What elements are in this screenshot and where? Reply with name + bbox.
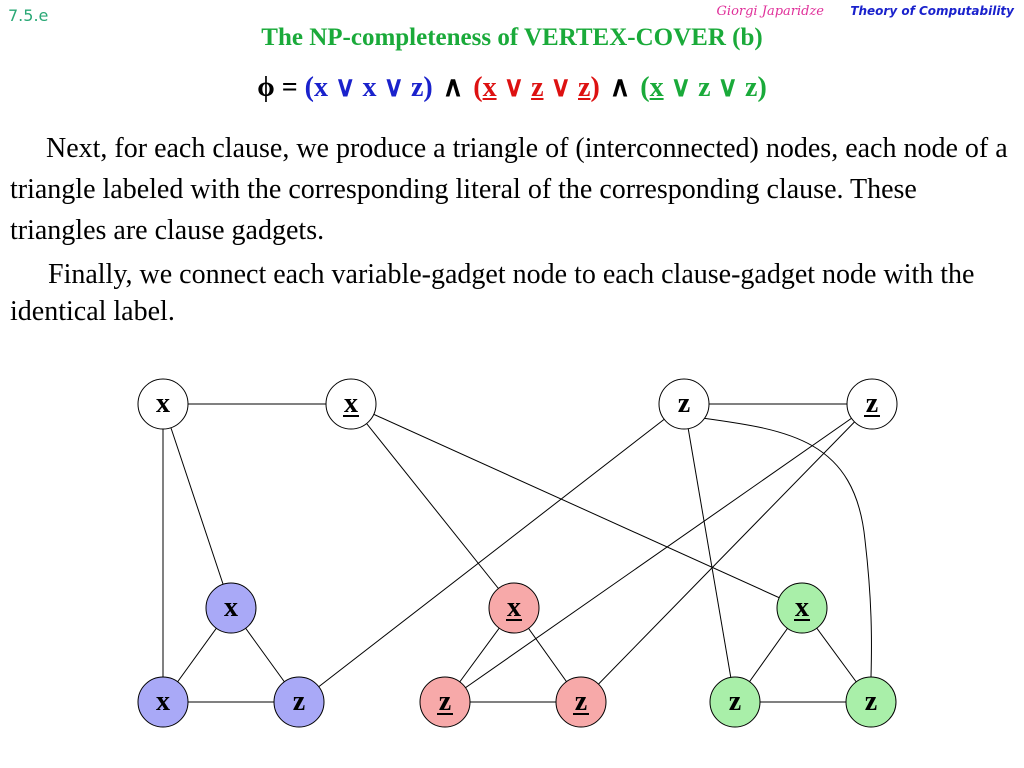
node-circle (137, 676, 189, 728)
node-label: z (866, 388, 878, 419)
node-c1top: x (205, 582, 257, 634)
edge-vx-c1top (162, 403, 232, 609)
node-circle (658, 378, 710, 430)
node-c1l: x (137, 676, 189, 728)
node-c3l: z (709, 676, 761, 728)
formula: ϕ = (x ∨ x ∨ z) ∧ (x ∨ z ∨ z) ∧ (x ∨ z ∨ z) (0, 70, 1024, 104)
edge-vnz-c2l (444, 403, 873, 703)
node-label: z (575, 686, 587, 717)
node-circle (205, 582, 257, 634)
edge-vz-c3r (701, 417, 872, 678)
node-circle (273, 676, 325, 728)
clause-2: (x ∨ z ∨ z) (473, 72, 600, 103)
node-circle (419, 676, 471, 728)
node-circle (325, 378, 377, 430)
course-title: Theory of Computability (850, 4, 1014, 18)
edge-vz-c1r (298, 403, 685, 703)
paragraph-connections: Finally, we connect each variable-gadget… (10, 259, 975, 327)
edge-vz-c3l (683, 403, 736, 703)
node-c2r: z (555, 676, 607, 728)
node-vx: x (137, 378, 189, 430)
clause-1: (x ∨ x ∨ z) (304, 72, 433, 103)
node-circle (776, 582, 828, 634)
author-name: Giorgi Japaridze (716, 4, 824, 19)
node-label: x (507, 592, 521, 623)
node-label: x (344, 388, 358, 419)
node-label: z (293, 686, 305, 717)
paragraph-clause-gadgets: Next, for each clause, we produce a tria… (10, 133, 1008, 246)
node-circle (488, 582, 540, 634)
slide-title: The NP-completeness of VERTEX-COVER (b) (261, 24, 763, 51)
node-c2l: z (419, 676, 471, 728)
edge-vnx-c2top (350, 403, 515, 609)
node-label: x (156, 388, 170, 419)
phi-symbol: ϕ = (257, 72, 298, 103)
node-label: z (865, 686, 877, 717)
node-label: x (156, 686, 170, 717)
slide-number: 7.5.e (8, 6, 49, 25)
node-vnx: x (325, 378, 377, 430)
node-circle (137, 378, 189, 430)
formula-clauses: (x ∨ x ∨ z) ∧ (x ∨ z ∨ z) ∧ (x ∨ z ∨ z) (305, 70, 767, 104)
node-label: z (678, 388, 690, 419)
node-label: x (795, 592, 809, 623)
node-label: x (224, 592, 238, 623)
node-vz: z (658, 378, 710, 430)
graph-nodes: x x z z x x z x z z x z z (137, 378, 898, 728)
node-circle (845, 676, 897, 728)
node-vnz: z (846, 378, 898, 430)
node-c1r: z (273, 676, 325, 728)
node-circle (555, 676, 607, 728)
node-c2top: x (488, 582, 540, 634)
node-label: z (729, 686, 741, 717)
node-label: z (439, 686, 451, 717)
node-c3r: z (845, 676, 897, 728)
node-c3top: x (776, 582, 828, 634)
graph-edges (162, 403, 873, 703)
and-operator: ∧ (442, 72, 464, 103)
and-operator: ∧ (609, 72, 631, 103)
edge-vnz-c2r (580, 403, 873, 703)
node-circle (709, 676, 761, 728)
edge-vnx-c3top (350, 403, 803, 609)
clause-3: (x ∨ z ∨ z) (640, 72, 767, 103)
node-circle (846, 378, 898, 430)
